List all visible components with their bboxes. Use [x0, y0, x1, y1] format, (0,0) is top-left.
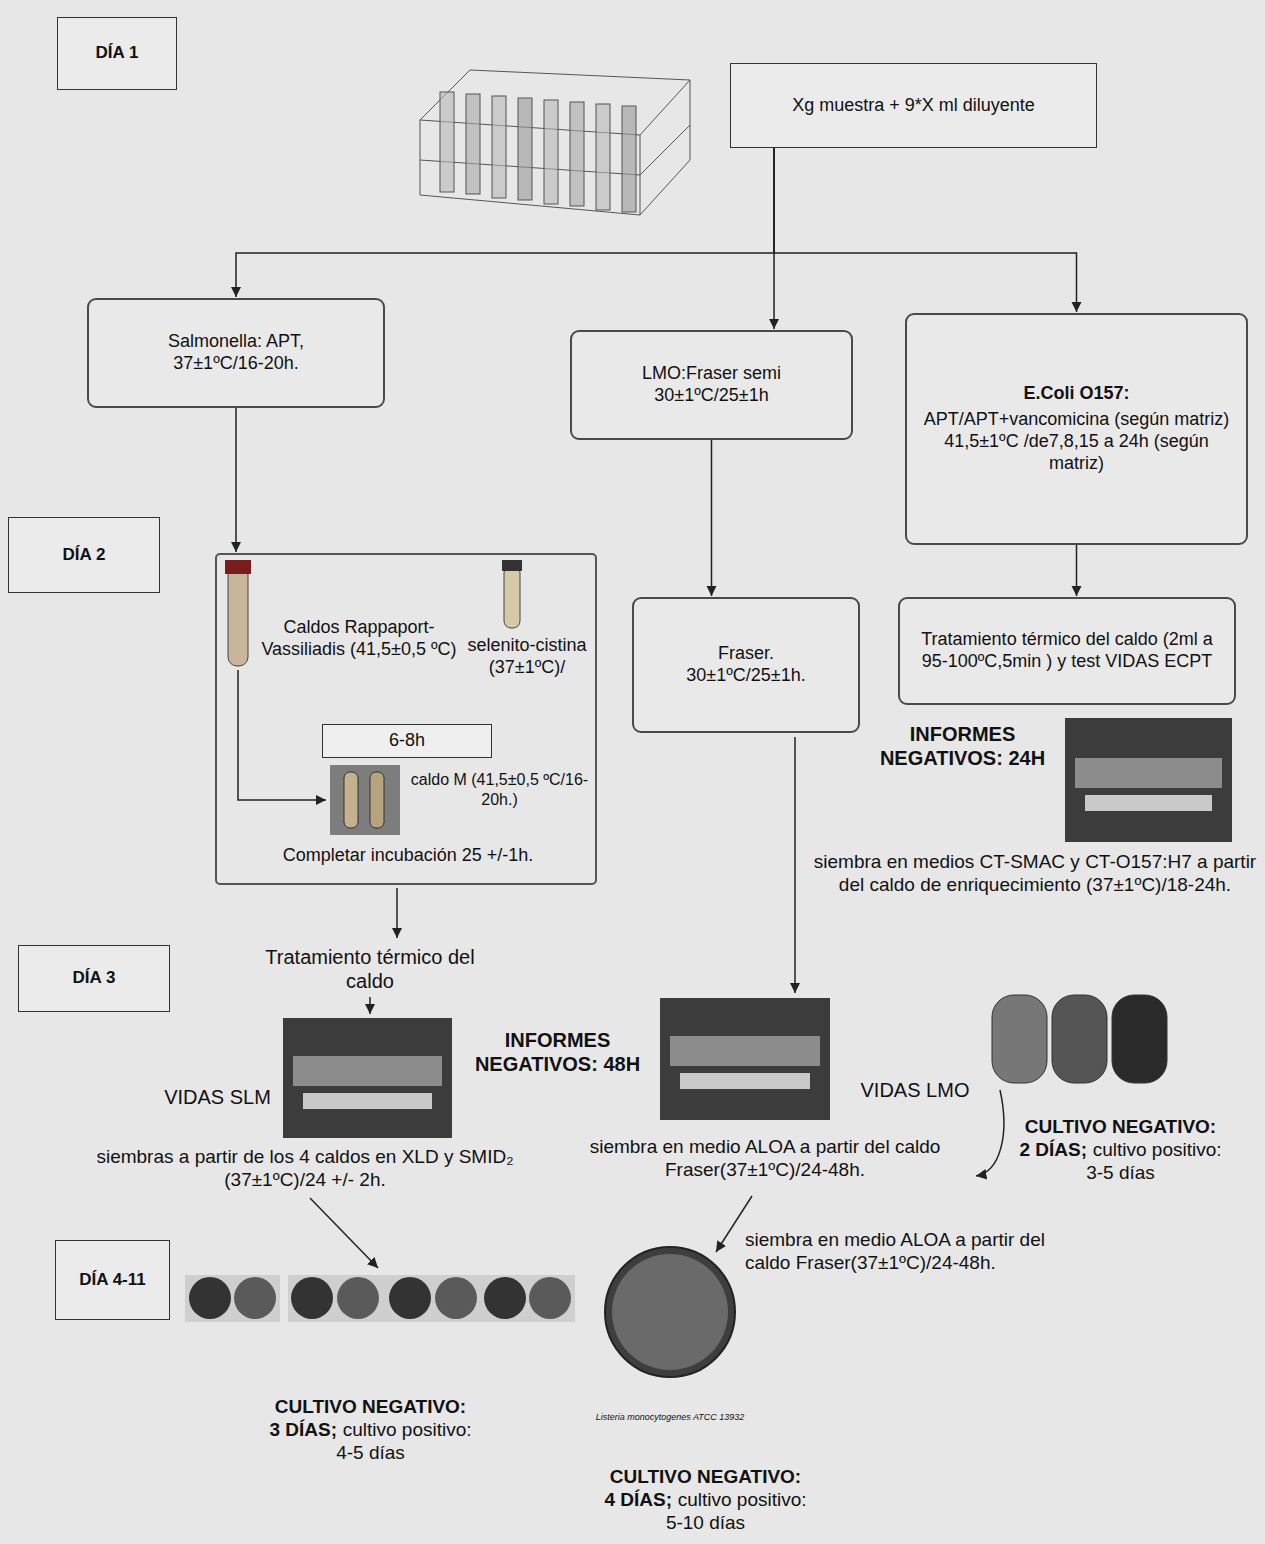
box-text: E.Coli O157: — [1023, 383, 1129, 405]
agar-plates-photo — [992, 995, 1167, 1083]
note-text: cultivo positivo: 4-5 días — [336, 1419, 471, 1463]
box-text: Completar incubación 25 +/-1h. — [222, 845, 594, 867]
box-text: selenito-cistina (37±1ºC)/ — [457, 635, 597, 679]
note-text: VIDAS SLM — [150, 1085, 285, 1109]
flow-connector — [711, 440, 713, 596]
flow-connector — [1076, 545, 1078, 596]
flow-connector — [236, 148, 774, 297]
box-text: DÍA 3 — [73, 968, 116, 989]
tube-photo — [225, 560, 522, 835]
flow-connector — [774, 148, 1076, 312]
box-text: APT/APT+vancomicina (según matriz) 41,5±… — [917, 409, 1236, 475]
day-label: DÍA 1 — [57, 17, 177, 90]
note-text: cultivo positivo: 3-5 días — [1086, 1139, 1221, 1183]
note-group: CULTIVO NEGATIVO: 2 DÍAS;cultivo positiv… — [1018, 1115, 1223, 1185]
process-box: LMO:Fraser semi 30±1ºC/25±1h — [570, 330, 853, 440]
note-group: CULTIVO NEGATIVO: 3 DÍAS;cultivo positiv… — [268, 1395, 473, 1465]
box-text: 6-8h — [389, 730, 425, 752]
box-text: DÍA 1 — [96, 43, 139, 64]
day-label: DÍA 3 — [18, 945, 170, 1012]
day-label: DÍA 2 — [8, 517, 160, 593]
note-text: INFORMES NEGATIVOS: 48H — [455, 1028, 660, 1077]
process-box: Tratamiento térmico del caldo (2ml a 95-… — [898, 597, 1236, 705]
note-text: cultivo positivo: 5-10 días — [666, 1489, 807, 1533]
tube-rack — [420, 70, 690, 215]
process-box: Fraser. 30±1ºC/25±1h. — [632, 597, 860, 733]
group-box: Caldos Rappaport-Vassiliadis (41,5±0,5 º… — [215, 553, 597, 885]
note-text: siembra en medio ALOA a partir del caldo… — [560, 1135, 970, 1181]
box-text: Xg muestra + 9*X ml diluyente — [792, 95, 1035, 117]
box-text: Tratamiento térmico del caldo (2ml a 95-… — [910, 629, 1224, 673]
note-text: Tratamiento térmico del caldo — [265, 945, 475, 994]
box-text: DÍA 4-11 — [79, 1270, 145, 1291]
sample-box: Xg muestra + 9*X ml diluyente — [730, 63, 1097, 148]
note-text: INFORMES NEGATIVOS: 24H — [860, 722, 1065, 771]
box-text: LMO:Fraser semi 30±1ºC/25±1h — [612, 363, 812, 407]
vidas-analyzer-photo — [283, 718, 1232, 1138]
box-text: Caldos Rappaport-Vassiliadis (41,5±0,5 º… — [259, 617, 459, 661]
petri-dishes-photo — [185, 1247, 735, 1377]
note-text: siembra en medio ALOA a partir del caldo… — [745, 1228, 1075, 1274]
note-group: CULTIVO NEGATIVO: 4 DÍAS;cultivo positiv… — [603, 1465, 808, 1535]
note-text: siembra en medios CT-SMAC y CT-O157:H7 a… — [810, 850, 1260, 896]
process-box: Salmonella: APT, 37±1ºC/16-20h. — [87, 298, 385, 408]
note-text: VIDAS LMO — [840, 1078, 990, 1102]
time-box: 6-8h — [322, 724, 492, 758]
flow-connector — [235, 408, 237, 552]
note-text: Listeria monocytogenes ATCC 13932 — [590, 1412, 750, 1423]
box-text: Fraser. 30±1ºC/25±1h. — [671, 643, 821, 687]
box-text: caldo M (41,5±0,5 ºC/16-20h.) — [407, 770, 592, 809]
box-text: Salmonella: APT, 37±1ºC/16-20h. — [121, 331, 351, 375]
day-label: DÍA 4-11 — [55, 1240, 170, 1320]
process-box: E.Coli O157: APT/APT+vancomicina (según m… — [905, 313, 1248, 545]
note-text: siembras a partir de los 4 caldos en XLD… — [95, 1145, 515, 1191]
box-text: DÍA 2 — [63, 545, 106, 566]
